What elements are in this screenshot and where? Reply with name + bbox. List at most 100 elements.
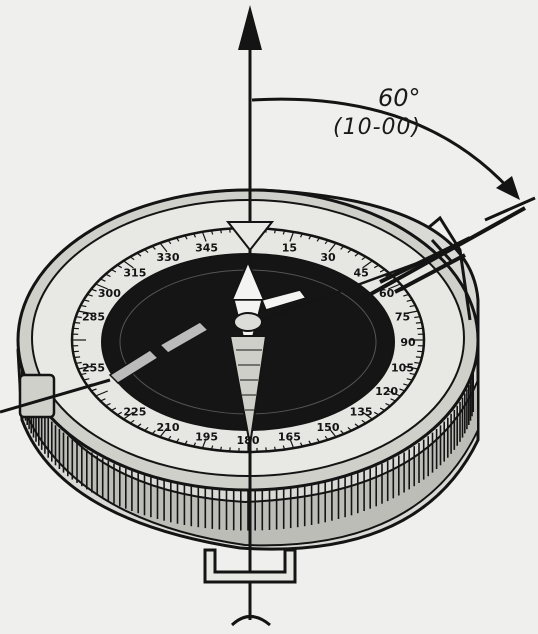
tick-mark [110, 407, 117, 412]
tick-mark [299, 233, 303, 238]
scale-label-225: 225 [123, 405, 146, 418]
tick-mark [340, 245, 345, 250]
tick-mark [385, 402, 391, 407]
tick-mark [159, 427, 168, 438]
north-arrow-icon [238, 5, 262, 50]
tick-mark [116, 264, 123, 269]
bezel-pointer [225, 221, 275, 252]
scale-label-285: 285 [82, 311, 105, 324]
tick-mark [289, 231, 295, 242]
tick-mark [151, 245, 156, 250]
tick-mark [83, 378, 90, 381]
tick-mark [289, 438, 295, 449]
bezel-scale-labels: 3453303153002851530456075901051201351501… [82, 241, 416, 447]
tick-mark [265, 447, 267, 452]
left-sight [0, 373, 111, 419]
tick-mark [347, 248, 352, 254]
tick-mark [77, 310, 92, 315]
scale-label-15: 15 [282, 241, 297, 254]
tick-mark [136, 423, 142, 428]
tick-mark [83, 299, 90, 302]
tick-mark [167, 239, 172, 245]
angle-arc [251, 97, 536, 222]
tick-mark [362, 411, 373, 420]
tick-mark [175, 237, 180, 242]
tick-mark [404, 310, 419, 315]
scale-label-180: 180 [237, 434, 260, 447]
tick-mark [110, 268, 117, 273]
tick-mark [340, 430, 345, 435]
scale-label-165: 165 [278, 431, 301, 444]
scale-label-30: 30 [320, 251, 336, 264]
scale-label-330: 330 [157, 251, 180, 264]
tick-mark [136, 252, 142, 257]
scale-label-345: 345 [195, 241, 218, 254]
tick-mark [403, 293, 409, 297]
compass-needle-icon [228, 259, 268, 446]
tick-mark [361, 419, 367, 424]
tick-mark [193, 233, 197, 238]
sight-frame [427, 215, 472, 321]
tick-mark [80, 304, 87, 308]
tick-mark [229, 447, 231, 452]
lock-lever [260, 289, 308, 311]
scale-label-45: 45 [353, 267, 368, 280]
tick-mark [308, 235, 312, 240]
tick-mark [184, 235, 188, 240]
tick-mark [144, 426, 149, 432]
tick-mark [91, 388, 97, 392]
tick-mark [299, 442, 303, 447]
tick-mark [210, 230, 214, 235]
tick-mark [159, 242, 168, 253]
tick-mark [379, 268, 386, 273]
tick-mark [406, 378, 413, 381]
tick-mark [75, 361, 82, 364]
tick-mark [210, 445, 214, 450]
needle-south [228, 335, 268, 446]
tick-mark [373, 411, 380, 416]
tick-mark [201, 231, 207, 242]
tick-mark [409, 372, 416, 376]
tick-mark [373, 264, 380, 269]
tick-mark [80, 372, 87, 376]
tick-mark [388, 283, 401, 290]
luminous-marks [108, 321, 210, 384]
tick-mark [347, 426, 352, 432]
sight-lines [247, 206, 526, 327]
tick-mark [415, 356, 422, 359]
tick-mark [95, 283, 108, 290]
bottom-bracket [203, 548, 297, 627]
tick-mark [229, 228, 231, 233]
tick-mark [406, 299, 413, 302]
scale-label-210: 210 [157, 421, 180, 434]
tick-mark [362, 260, 373, 269]
arc-arrowhead-icon [496, 176, 520, 200]
tick-mark [324, 239, 329, 245]
tick-mark [219, 446, 222, 451]
tick-mark [328, 242, 337, 253]
tick-mark [388, 390, 401, 397]
tick-mark [316, 438, 321, 443]
scale-label-90: 90 [400, 336, 416, 349]
tick-mark [404, 365, 419, 370]
scale-label-60: 60 [379, 287, 395, 300]
tick-mark [324, 435, 329, 441]
tick-mark [151, 430, 156, 435]
tick-mark [354, 423, 360, 428]
tick-mark [100, 278, 106, 282]
scale-label-300: 300 [98, 287, 121, 300]
tick-mark [403, 383, 409, 387]
tick-mark [201, 438, 207, 449]
tick-mark [414, 361, 421, 364]
scale-label-255: 255 [82, 361, 105, 374]
scale-label-150: 150 [317, 421, 340, 434]
angle-label-mils: (10-00) [333, 115, 422, 140]
tick-mark [328, 427, 337, 438]
tick-mark [361, 256, 367, 261]
tick-mark [123, 411, 134, 420]
scale-label-75: 75 [395, 311, 410, 324]
tick-mark [282, 230, 286, 235]
tick-mark [123, 260, 134, 269]
